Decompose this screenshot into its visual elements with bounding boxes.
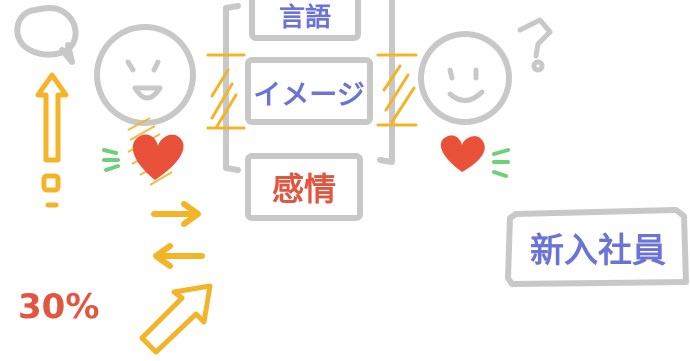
arrow-up-right-icon bbox=[139, 283, 213, 355]
speech-bubble-icon bbox=[14, 4, 79, 65]
side-label: 新入社員 bbox=[530, 231, 666, 271]
arrow-left-icon bbox=[153, 243, 205, 269]
label-emotion: 感情 bbox=[272, 170, 336, 208]
exclamation-arrow-icon bbox=[35, 72, 69, 208]
percent-label: 30% bbox=[18, 287, 99, 327]
heart-icon bbox=[102, 134, 184, 180]
box-emotion bbox=[245, 153, 363, 221]
arrow-right-icon bbox=[151, 201, 201, 227]
box-image bbox=[245, 57, 373, 125]
label-image: イメージ bbox=[253, 78, 364, 111]
question-mark-icon bbox=[517, 17, 553, 73]
right-person bbox=[418, 31, 512, 125]
box-language bbox=[249, 0, 361, 41]
side-label-box: 新入社員 bbox=[505, 207, 689, 287]
heart-icon bbox=[440, 135, 510, 178]
center-diagram: 言語 イメージ 感情 bbox=[206, 0, 418, 221]
label-language: 言語 bbox=[279, 2, 331, 33]
